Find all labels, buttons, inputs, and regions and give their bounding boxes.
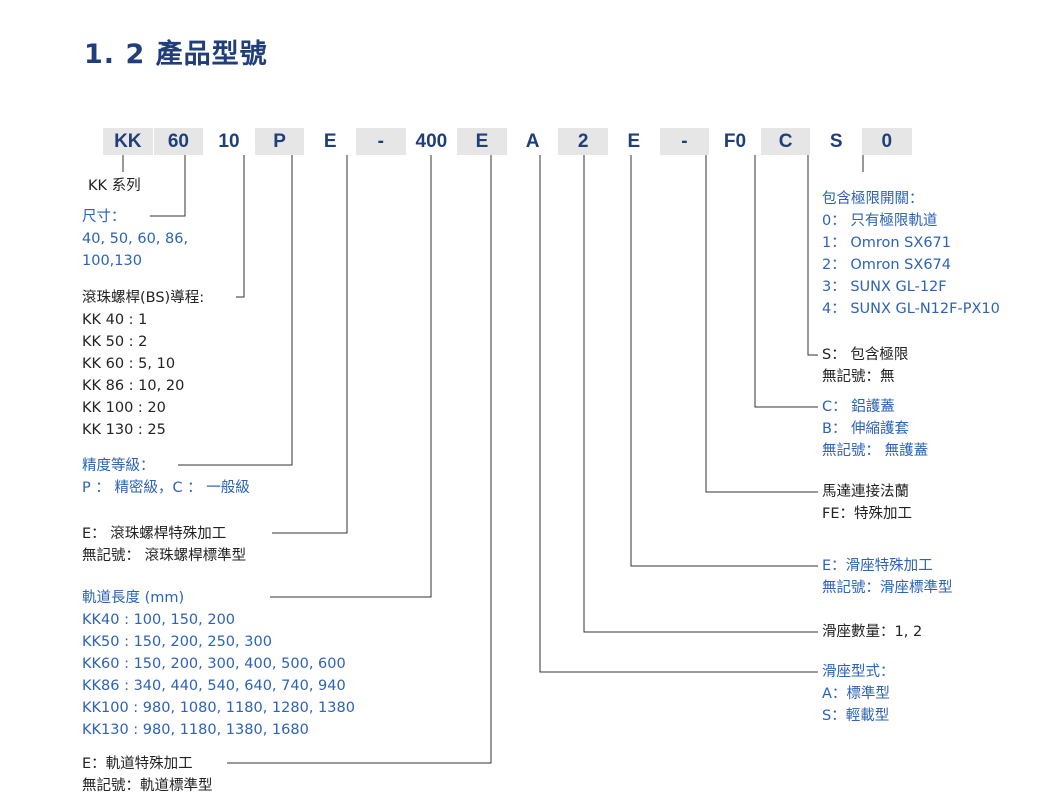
rail-line: KK60 : 150, 200, 300, 400, 500, 600: [82, 656, 346, 672]
rail-line: KK86 : 340, 440, 540, 640, 740, 940: [82, 678, 346, 694]
screw-head: E： 滾珠螺桿特殊加工: [82, 526, 227, 542]
lead-line: KK 40 : 1: [82, 312, 148, 328]
railproc-head: E：軌道特殊加工: [82, 756, 193, 772]
code-segment: E: [627, 131, 641, 152]
code-segment: S: [829, 131, 843, 152]
leader-railproc: [227, 155, 492, 764]
lead-line: KK 100 : 20: [82, 400, 166, 416]
lead-line: KK 60 : 5, 10: [82, 356, 176, 372]
rail-line: KK40 : 100, 150, 200: [82, 612, 236, 628]
limit-line: 1： Omron SX671: [822, 235, 951, 251]
leader-block: [630, 155, 818, 567]
cover-head: C： 鋁護蓋: [822, 399, 895, 415]
code-segment: P: [254, 128, 305, 155]
leader-lead: [236, 155, 245, 298]
group-type: 滑座型式： A：標準型 S：輕載型: [822, 661, 895, 727]
sensor-line: 無記號：無: [822, 369, 895, 385]
group-sensor: S： 包含極限 無記號：無: [822, 344, 908, 388]
flange-head: 馬達連接法蘭: [822, 484, 909, 500]
group-qty: 滑座數量：1, 2: [822, 621, 922, 643]
code-segment: 10: [218, 131, 240, 152]
code-segment: F0: [723, 131, 747, 152]
limit-line: 4： SUNX GL-N12F-PX10: [822, 301, 1000, 317]
leader-size: [150, 155, 186, 217]
group-size: 尺寸： 40, 50, 60, 86, 100,130: [82, 206, 188, 272]
lead-line: KK 130 : 25: [82, 422, 166, 438]
limit-line: 2： Omron SX674: [822, 257, 951, 273]
size-line: 100,130: [82, 253, 142, 269]
type-line: A：標準型: [822, 686, 890, 702]
group-lead: 滾珠螺桿(BS)導程: KK 40 : 1 KK 50 : 2 KK 60 : …: [82, 287, 204, 441]
leader-rail: [270, 155, 432, 598]
group-screw: E： 滾珠螺桿特殊加工 無記號： 滾珠螺桿標準型: [82, 523, 246, 567]
rail-head: 軌道長度 (mm): [82, 590, 185, 606]
rail-line: KK50 : 150, 200, 250, 300: [82, 634, 272, 650]
group-rail: 軌道長度 (mm) KK40 : 100, 150, 200 KK50 : 15…: [82, 587, 355, 741]
code-segment: -: [659, 128, 710, 155]
leader-screw: [272, 155, 348, 534]
flange-line: FE：特殊加工: [822, 506, 913, 522]
leader-precision: [178, 155, 293, 466]
block-line: 無記號：滑座標準型: [822, 580, 953, 596]
code-segment: KK: [103, 128, 153, 155]
group-flange: 馬達連接法蘭 FE：特殊加工: [822, 481, 912, 525]
lead-head: 滾珠螺桿(BS)導程:: [82, 290, 205, 306]
code-segment: C: [760, 128, 811, 155]
leader-flange: [705, 155, 818, 493]
group-precision: 精度等級： P ： 精密級，C ： 一般級: [82, 455, 250, 499]
size-line: 40, 50, 60, 86,: [82, 231, 189, 247]
code-segment: A: [525, 131, 540, 152]
type-line: S：輕載型: [822, 708, 890, 724]
leader-type: [539, 155, 818, 673]
limit-line: 3： SUNX GL-12F: [822, 279, 947, 295]
label-kk-series: KK 系列: [88, 178, 141, 194]
lead-line: KK 86 : 10, 20: [82, 378, 185, 394]
qty-head: 滑座數量：1, 2: [822, 624, 923, 640]
code-segment: 2: [558, 128, 608, 155]
type-head: 滑座型式：: [822, 664, 895, 680]
code-segment: 400: [415, 131, 448, 152]
leader-qty: [583, 155, 818, 633]
block-head: E：滑座特殊加工: [822, 558, 933, 574]
leader-sensor: [807, 155, 818, 356]
limit-head: 包含極限開關：: [822, 191, 924, 207]
rail-line: KK100 : 980, 1080, 1180, 1280, 1380: [82, 700, 355, 716]
sensor-head: S： 包含極限: [822, 347, 909, 363]
screw-line: 無記號： 滾珠螺桿標準型: [82, 548, 247, 564]
group-railproc: E：軌道特殊加工 無記號：軌道標準型: [82, 753, 213, 797]
leader-cover: [754, 155, 818, 408]
code-segment: -: [356, 128, 406, 155]
code-segment: E: [323, 131, 337, 152]
code-segment: 60: [153, 128, 204, 155]
group-limit: 包含極限開關： 0： 只有極限軌道 1： Omron SX671 2： Omro…: [822, 188, 1000, 320]
precision-line: P ： 精密級，C ： 一般級: [82, 480, 250, 496]
precision-head: 精度等級：: [82, 458, 155, 474]
cover-line: 無記號： 無護蓋: [822, 443, 929, 459]
limit-line: 0： 只有極限軌道: [822, 213, 938, 229]
rail-line: KK130 : 980, 1180, 1380, 1680: [82, 722, 309, 738]
railproc-line: 無記號：軌道標準型: [82, 778, 213, 794]
group-cover: C： 鋁護蓋 B： 伸縮護套 無記號： 無護蓋: [822, 396, 928, 462]
cover-line: B： 伸縮護套: [822, 421, 910, 437]
page-title: 1. 2 產品型號: [84, 39, 268, 70]
code-segment: E: [457, 128, 507, 155]
code-segment: 0: [862, 128, 912, 155]
size-head: 尺寸：: [82, 209, 126, 225]
group-block: E：滑座特殊加工 無記號：滑座標準型: [822, 555, 953, 599]
lead-line: KK 50 : 2: [82, 334, 148, 350]
